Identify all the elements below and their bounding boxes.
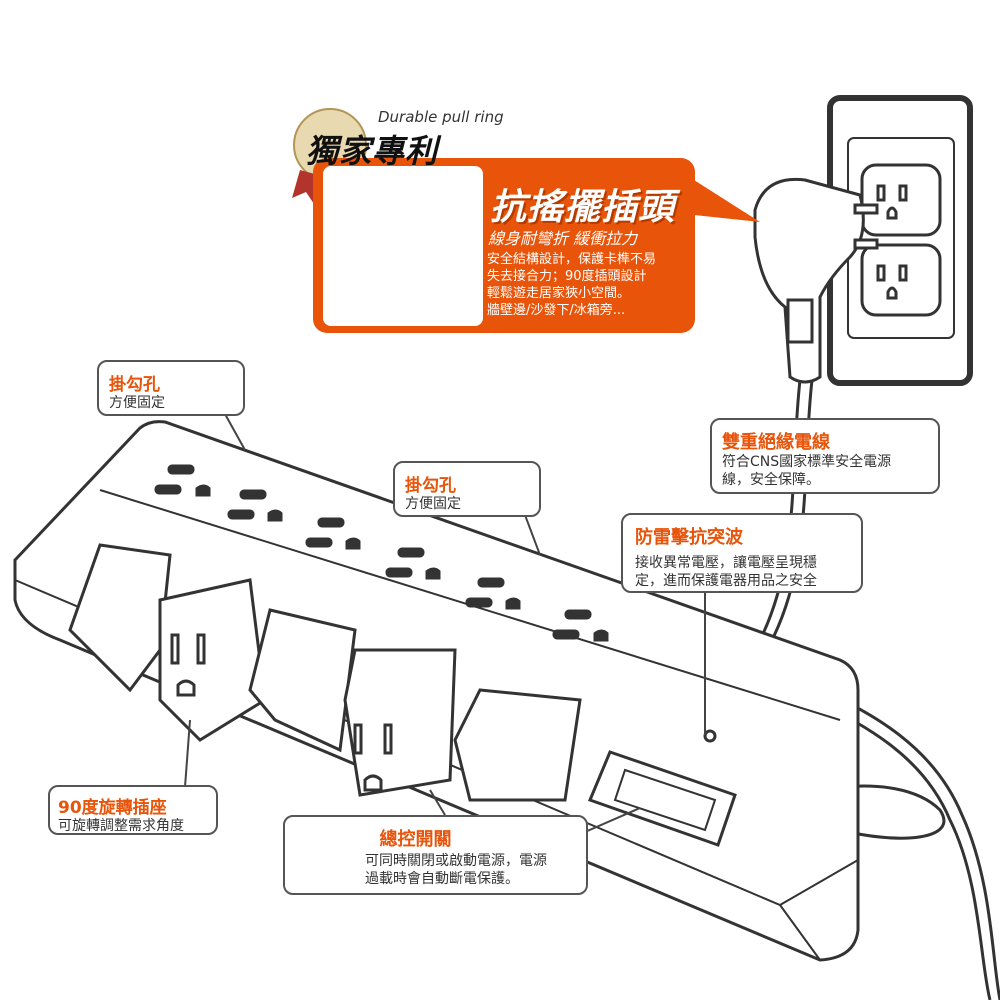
master-switch-line: 可同時關閉或啟動電源，電源 <box>365 853 547 869</box>
master-switch-line: 過載時會自動斷電保護。 <box>365 870 519 887</box>
plug-feature-line: 失去接合力；90度插頭設計 <box>487 268 647 284</box>
patent-title: 獨家專利 <box>306 132 439 170</box>
rotating-title: 90度旋轉插座 <box>58 798 167 818</box>
surge-line: 定，進而保護電器用品之安全 <box>635 572 817 589</box>
plug-feature-title: 抗搖擺插頭 <box>490 187 676 228</box>
top-outlets <box>154 464 609 642</box>
master-switch-text: 可同時關閉或啟動電源，電源 過載時會自動斷電保護。 <box>365 853 547 888</box>
master-switch-title: 總控開關 <box>379 829 452 850</box>
rotating-socket-callout: 90度旋轉插座 可旋轉調整需求角度 <box>48 785 218 835</box>
plug-feature-line: 輕鬆遊走居家狹小空間。 <box>487 285 631 301</box>
surge-title: 防雷擊抗突波 <box>635 527 743 548</box>
plug-photo-frame <box>323 166 483 326</box>
plug-feature-line: 牆壁邊/沙發下/冰箱旁... <box>487 302 626 318</box>
hang-hole-text: 方便固定 <box>405 496 461 512</box>
rotating-sockets <box>68 543 582 802</box>
master-switch-drawing <box>588 729 737 847</box>
plug-feature-line: 安全結構設計，保護卡榫不易 <box>487 252 657 267</box>
angled-plug <box>753 177 879 384</box>
durable-caption: Durable pull ring <box>378 108 504 126</box>
callout-leaders <box>184 413 706 833</box>
wall-outlet <box>827 95 973 386</box>
plug-feature-text: 安全結構設計，保護卡榫不易 失去接合力；90度插頭設計 輕鬆遊走居家狹小空間。 … <box>487 252 692 320</box>
hang-hole-title: 掛勾孔 <box>405 476 456 496</box>
surge-callout: 防雷擊抗突波 接收異常電壓，讓電壓呈現穩 定，進而保護電器用品之安全 <box>621 513 863 593</box>
hang-hole-callout-right: 掛勾孔 方便固定 <box>393 461 541 517</box>
double-insulation-text: 符合CNS國家標準安全電源線，安全保障。 <box>722 454 892 488</box>
rotating-text: 可旋轉調整需求角度 <box>58 818 184 834</box>
double-insulation-title: 雙重絕緣電線 <box>722 432 830 453</box>
hang-hole-title: 掛勾孔 <box>109 375 160 395</box>
hang-hole-text: 方便固定 <box>109 395 165 411</box>
plug-callout-pointer <box>694 180 760 222</box>
master-switch-callout: 總控開關 可同時關閉或啟動電源，電源 過載時會自動斷電保護。 <box>283 815 588 895</box>
double-insulation-callout: 雙重絕緣電線 符合CNS國家標準安全電源線，安全保障。 <box>710 418 940 494</box>
surge-text: 接收異常電壓，讓電壓呈現穩 定，進而保護電器用品之安全 <box>635 555 849 590</box>
surge-line: 接收異常電壓，讓電壓呈現穩 <box>635 555 817 571</box>
plug-feature-subtitle: 線身耐彎折 緩衝拉力 <box>488 229 638 248</box>
hang-hole-callout-left: 掛勾孔 方便固定 <box>97 360 245 416</box>
